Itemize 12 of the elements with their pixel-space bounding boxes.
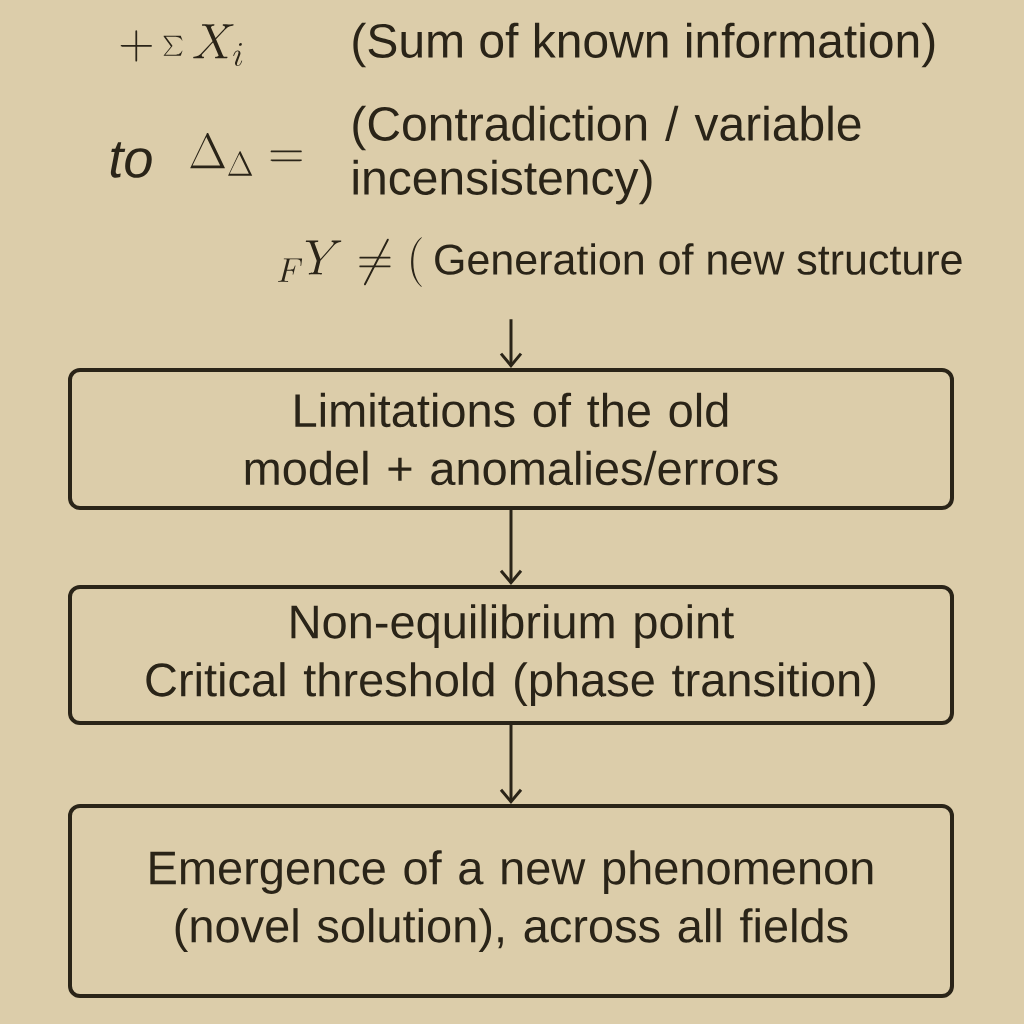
formula: $\Delta_{\Delta} =$ xyxy=(190,133,302,176)
formula: $\mathit{to}$ xyxy=(110,142,152,178)
label-text: (Sum of known information) xyxy=(353,22,935,68)
formula: $+\sum X_i$ xyxy=(120,24,243,67)
process-box: Non-equilibrium point Critical threshold (phase transition) xyxy=(68,585,954,725)
arrow xyxy=(499,725,523,804)
formula-text: ${}_{F}Y \neq ($ Generation of new structure xyxy=(278,237,962,287)
process-box: Limitations of the old model + anomalies/errors xyxy=(68,368,954,510)
arrow xyxy=(499,319,523,368)
label-text: (Contradiction / variable incensistency) xyxy=(353,105,861,205)
arrow xyxy=(499,510,523,585)
process-box: Emergence of a new phenomenon (novel solution), across all fields xyxy=(68,804,954,998)
